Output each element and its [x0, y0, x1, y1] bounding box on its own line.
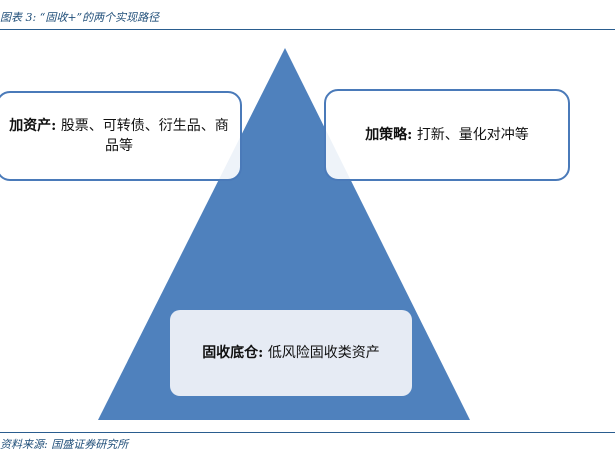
fixed-income-base-title: 固收底仓: [202, 344, 264, 361]
add-strategies-text: 打新、量化对冲等 [416, 126, 529, 143]
figure-caption: 图表 3: “固收+”的两个实现路径 [0, 11, 160, 24]
add-assets-text: 股票、可转债、衍生品、商品等 [60, 117, 229, 154]
fixed-income-base-box: 固收底仓: 低风险固收类资产 [170, 310, 412, 396]
source-note: 资料来源: 国盛证券研究所 [0, 438, 129, 451]
figure-caption-bar: 图表 3: “固收+”的两个实现路径 [0, 0, 615, 30]
add-strategies-label: 加策略: 打新、量化对冲等 [365, 125, 529, 145]
fixed-income-base-label: 固收底仓: 低风险固收类资产 [202, 343, 380, 363]
add-assets-title: 加资产: [9, 117, 57, 134]
source-footer: 资料来源: 国盛证券研究所 [0, 432, 615, 456]
fixed-income-base-text: 低风险固收类资产 [267, 344, 380, 361]
add-strategies-title: 加策略: [365, 126, 413, 143]
add-assets-box: 加资产: 股票、可转债、衍生品、商品等 [0, 91, 242, 181]
add-strategies-box: 加策略: 打新、量化对冲等 [324, 89, 570, 181]
add-assets-label: 加资产: 股票、可转债、衍生品、商品等 [8, 116, 230, 157]
